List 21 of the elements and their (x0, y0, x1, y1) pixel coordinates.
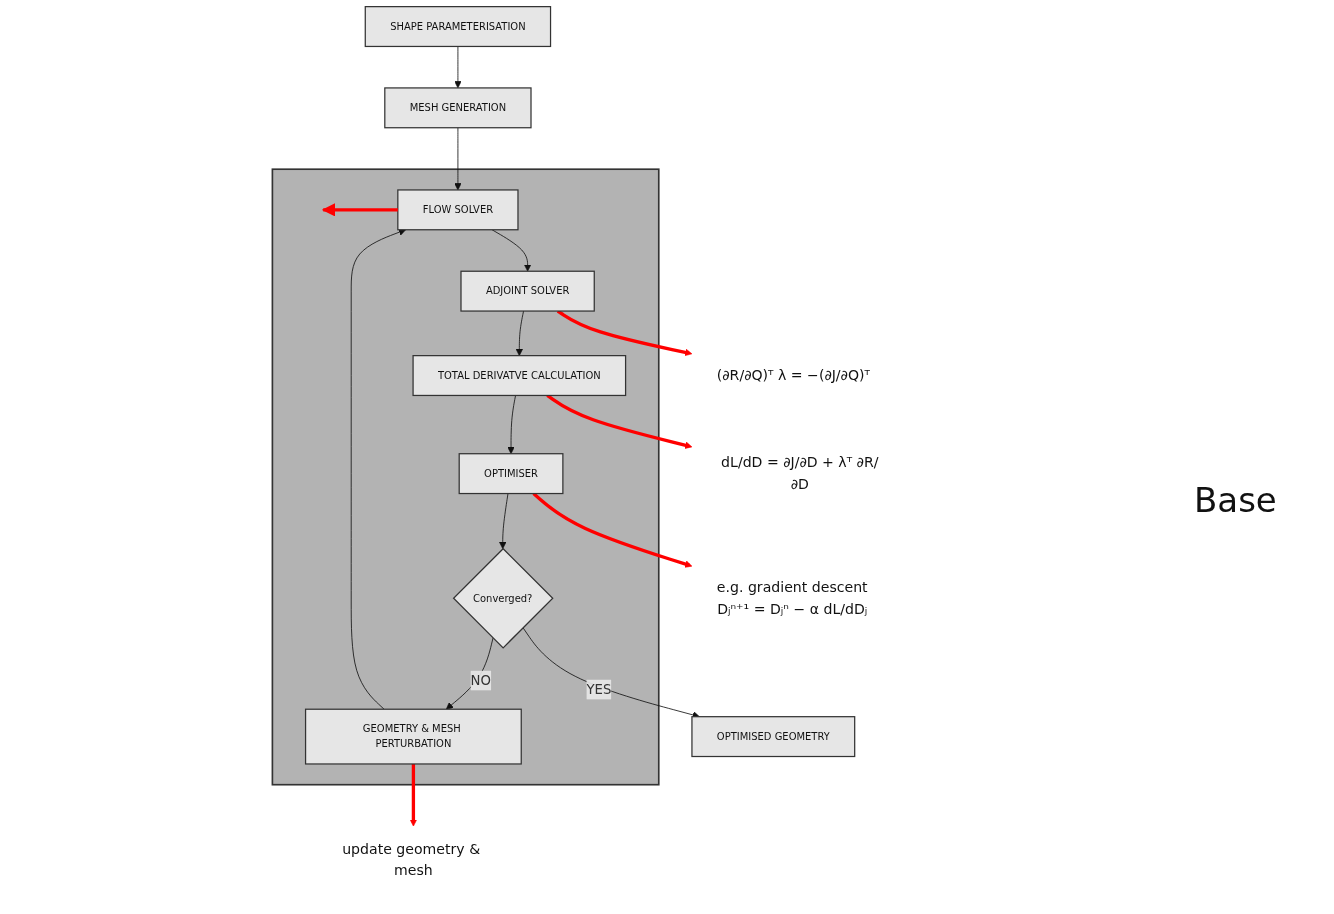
node-box: MESH GENERATION (384, 87, 532, 129)
node-text: (∂R/∂Q)ᵀ λ = −(∂J/∂Q)ᵀ (716, 366, 870, 384)
node-text: dL/dD = ∂J/∂D + λᵀ ∂R/∂D (721, 454, 879, 492)
node-text: e.g. gradient descent Dⱼⁿ⁺¹ = Dⱼⁿ − α dL/dDⱼ (716, 578, 868, 617)
arrow (532, 492, 693, 568)
node-box: GEOMETRY & MESH PERTURBATION (304, 708, 522, 765)
edge-label: NO (470, 672, 491, 689)
node-box: SHAPE PARAMETERISATION (364, 6, 552, 48)
edge-label: YES (586, 681, 612, 698)
node-text: update geometry & mesh (342, 840, 481, 879)
node-box: TOTAL DERIVATVE CALCULATION (412, 355, 627, 397)
arrow (321, 203, 398, 217)
arrow (546, 394, 693, 449)
node-diamond: Converged? (452, 547, 554, 649)
node-box: ADJOINT SOLVER (460, 270, 595, 312)
cluster (271, 168, 660, 786)
node-box: FLOW SOLVER (397, 189, 519, 231)
note-text: Base (1194, 480, 1277, 520)
node-box: OPTIMISER (458, 453, 564, 495)
arrow (409, 763, 418, 827)
node-box: OPTIMISED GEOMETRY (691, 716, 856, 758)
